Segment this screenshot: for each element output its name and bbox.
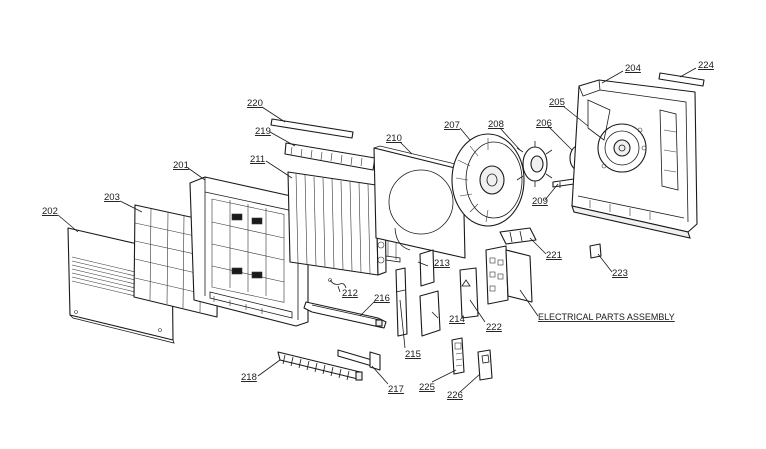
label-214: 214 <box>449 314 465 325</box>
part-226-remote-holder <box>477 349 493 381</box>
label-216: 216 <box>374 293 390 304</box>
part-207-blower-wheel <box>451 133 525 227</box>
part-219-top-panel <box>284 142 376 171</box>
label-220: 220 <box>247 98 263 109</box>
leader-lines <box>57 67 697 393</box>
part-214-side-cover <box>419 290 441 337</box>
label-204: 204 <box>625 63 641 74</box>
label-207: 207 <box>444 120 460 131</box>
part-211-evaporator-coil <box>287 171 387 276</box>
label-208: 208 <box>488 119 504 130</box>
label-202: 202 <box>42 206 58 217</box>
label-217: 217 <box>388 384 404 395</box>
label-205: 205 <box>549 97 565 108</box>
part-212-sensor-wire <box>328 278 347 289</box>
label-223: 223 <box>612 268 628 279</box>
label-201: 201 <box>173 160 189 171</box>
part-labels: 202 203 201 220 219 211 210 207 208 206 … <box>42 60 714 401</box>
label-206: 206 <box>536 118 552 129</box>
label-222: 222 <box>486 322 502 333</box>
part-217-drain-hose <box>337 349 381 371</box>
label-218: 218 <box>241 372 257 383</box>
label-215: 215 <box>405 349 421 360</box>
label-210: 210 <box>386 133 402 144</box>
part-224-rear-strip <box>658 72 705 87</box>
label-226: 226 <box>447 390 463 401</box>
part-222-electric-box <box>459 267 479 319</box>
part-218-louver-assembly <box>277 351 363 381</box>
label-224: 224 <box>698 60 714 71</box>
label-211: 211 <box>250 154 265 165</box>
part-208-fan-motor <box>516 141 553 187</box>
part-210-fan-scroll-housing <box>373 145 470 263</box>
label-electrical-parts-assembly: ELECTRICAL PARTS ASSEMBLY <box>538 312 675 322</box>
part-216-drain-pan <box>303 301 387 329</box>
part-213-pipe-cover <box>419 249 435 287</box>
part-220-top-strip <box>270 118 354 139</box>
part-225-remote-controller <box>451 337 465 375</box>
label-203: 203 <box>104 192 120 203</box>
label-213: 213 <box>434 258 450 269</box>
label-209: 209 <box>532 196 548 207</box>
part-215-connecting-pipe <box>395 267 408 337</box>
part-221-terminal-block <box>499 227 537 245</box>
label-219: 219 <box>255 126 271 137</box>
electrical-parts-assembly <box>485 245 533 305</box>
label-212: 212 <box>342 288 358 299</box>
part-204-chassis <box>571 79 698 239</box>
label-225: 225 <box>419 382 435 393</box>
label-221: 221 <box>546 250 562 261</box>
